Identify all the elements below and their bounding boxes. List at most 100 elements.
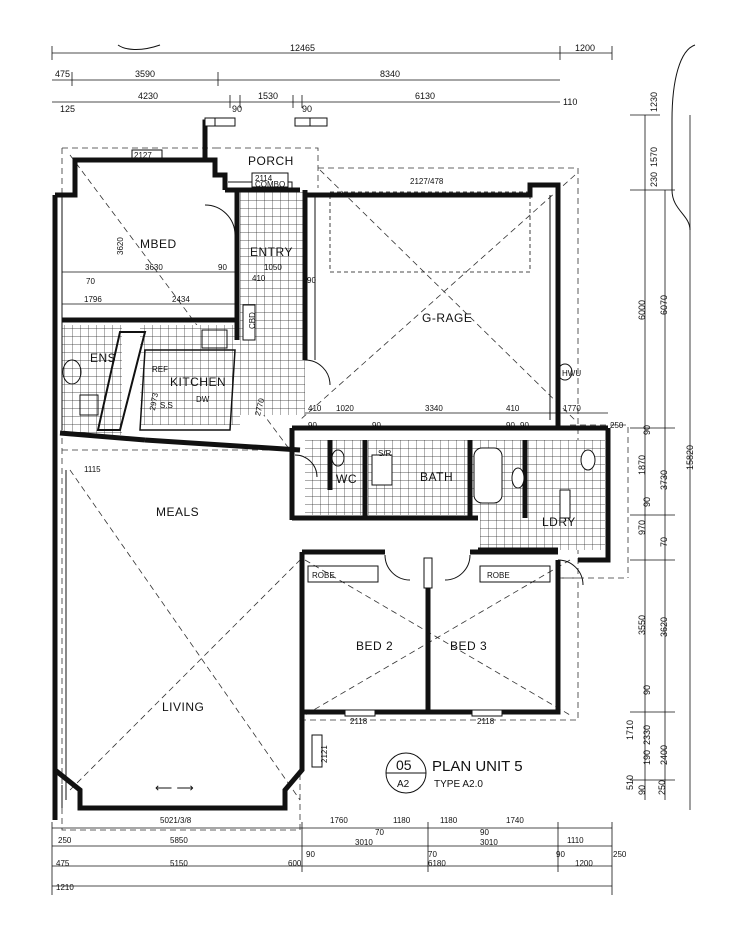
dim-top-row3-f: 6130: [415, 91, 435, 101]
dim-right-a: 1230: [649, 92, 659, 112]
dim-garage-row2-c: 90: [506, 421, 515, 430]
dim-bottom-row2-g: 250: [613, 850, 627, 859]
dim-right2-g: 250: [657, 780, 667, 795]
room-robe-left: ROBE: [312, 571, 335, 580]
dim-right2-a: 6070: [659, 295, 669, 315]
dim-bottom-row3-b: 5150: [170, 859, 188, 868]
dim-garage-row2-b: 90: [372, 421, 381, 430]
dim-garage-row2-a: 90: [308, 421, 317, 430]
dim-top-row2-a: 475: [55, 69, 70, 79]
label-dw: DW: [196, 395, 210, 404]
room-bed2: BED 2: [356, 639, 393, 653]
dim-mbed-side: 90: [218, 263, 227, 272]
dim-window-porch: 2114: [255, 174, 273, 183]
dim-bottom-row1-d: 1180: [440, 816, 458, 825]
room-living: LIVING: [162, 700, 204, 714]
dim-right2-e: 2330: [642, 725, 652, 745]
dim-right-j: 90: [642, 685, 652, 695]
dim-right-l: 510: [625, 775, 635, 790]
dim-garage-side: 90: [307, 276, 316, 285]
bottom-dimensions: 5021/3/8 2118 2118 2121 250 1760 1180 11…: [51, 717, 627, 895]
dim-right2-c: 70: [659, 537, 669, 547]
dim-bottom-row3-a: 475: [56, 859, 70, 868]
dim-window-mbed: 2127: [134, 151, 152, 160]
dim-garage-row-e: 1770: [563, 404, 581, 413]
roof-outline: [61, 147, 629, 831]
dim-ens-w: 1796: [84, 295, 102, 304]
dim-right-k: 1710: [625, 720, 635, 740]
dim-overall-top: 12465: [290, 43, 315, 53]
dim-mbed-w: 3630: [145, 263, 163, 272]
dim-meals-1115: 1115: [84, 465, 101, 474]
dim-top-row3-d: 1530: [258, 91, 278, 101]
dim-bottom-row1-a: 250: [58, 836, 72, 845]
dim-bottom-row2-c: 3010: [355, 838, 373, 847]
dim-garage-row-d: 410: [506, 404, 520, 413]
dim-right-i: 3550: [637, 615, 647, 635]
dim-ens-w2: 2434: [172, 295, 190, 304]
room-wc: WC: [336, 472, 357, 486]
dim-right3-b: 2400: [659, 745, 669, 765]
dim-right-h: 970: [637, 520, 647, 535]
room-kitchen: KITCHEN: [170, 375, 226, 389]
dim-bottom-row3-c: 600: [288, 859, 302, 868]
title-block: 05 A2 PLAN UNIT 5 TYPE A2.0: [385, 752, 523, 794]
title-badge-code: A2: [397, 779, 410, 790]
dim-bed-window-2: 2118: [477, 717, 495, 726]
top-dimensions: 12465 1200 475 3590 8340 125 4230 90 153…: [51, 43, 613, 114]
dim-bottom-row2-f: 1200: [575, 859, 593, 868]
dim-ens-small: 70: [86, 277, 95, 286]
dim-bottom-row3-e: 70: [428, 850, 437, 859]
dim-bed-window-1: 2118: [350, 717, 368, 726]
dim-top-row3-e: 90: [302, 104, 312, 114]
dim-right2-f: 190: [642, 750, 652, 765]
dim-garage-row-b: 1020: [336, 404, 354, 413]
room-bed3: BED 3: [450, 639, 487, 653]
dim-right2-d: 3620: [659, 617, 669, 637]
plan-type: TYPE A2.0: [434, 779, 483, 790]
walls: [52, 44, 696, 820]
dim-bottom-overall: 1210: [56, 883, 74, 892]
dim-top-row3-b: 4230: [138, 91, 158, 101]
living-arrow: ⟵ ⟶: [155, 781, 194, 795]
dim-top-row2-c: 8340: [380, 69, 400, 79]
dim-side-window: 2121: [320, 745, 329, 763]
label-ref: REF: [152, 365, 168, 374]
room-ens: ENS: [90, 351, 116, 365]
dim-bottom-row1-e: 1740: [506, 816, 524, 825]
dim-bottom-row1-f: 1110: [567, 836, 584, 845]
room-entry: ENTRY: [250, 245, 293, 259]
dim-living-window: 5021/3/8: [160, 816, 192, 825]
dim-garage-row-a: 410: [308, 404, 322, 413]
room-porch: PORCH: [248, 154, 294, 168]
dim-garage-row-c: 3340: [425, 404, 443, 413]
label-ss: S.S: [160, 401, 173, 410]
dim-bottom-row1-c: 1180: [393, 816, 411, 825]
dim-right2-b: 3730: [659, 470, 669, 490]
dim-right-e: 90: [642, 425, 652, 435]
label-kitchen-angle: 2973: [148, 392, 160, 412]
inner-dimensions: 2127 2114 COMBO 2127/478 3630 90 1050 41…: [62, 151, 624, 474]
label-cbd: CBD: [248, 312, 257, 329]
label-hwu: HWU: [562, 369, 581, 378]
room-ldry: LDRY: [542, 515, 576, 529]
dim-right-extra: 1200: [575, 43, 595, 53]
dim-right-m: 90: [637, 785, 647, 795]
dim-bottom-row1b-a: 70: [375, 828, 384, 837]
room-meals: MEALS: [156, 505, 199, 519]
dim-bottom-row2-d: 3010: [480, 838, 498, 847]
right-dimensions: 1230 1570 230 6000 90 1870 90 970 3550 9…: [625, 92, 695, 810]
dim-garage-row-f: 250: [610, 421, 624, 430]
dim-top-row3-g: 110: [563, 97, 577, 107]
room-bath: BATH: [420, 470, 453, 484]
dim-right-f: 1870: [637, 455, 647, 475]
dim-garage-row2-d: 90: [520, 421, 529, 430]
dim-top-row2-b: 3590: [135, 69, 155, 79]
dim-bottom-row2-b: 90: [306, 850, 315, 859]
dim-entry-w: 1050: [264, 263, 282, 272]
dim-right-b: 1570: [649, 147, 659, 167]
dim-bottom-row1-b: 1760: [330, 816, 348, 825]
room-labels: PORCH MBED ENTRY G-RAGE ENS KITCHEN MEAL…: [90, 154, 576, 714]
dim-bottom-row2-a: 5850: [170, 836, 188, 845]
